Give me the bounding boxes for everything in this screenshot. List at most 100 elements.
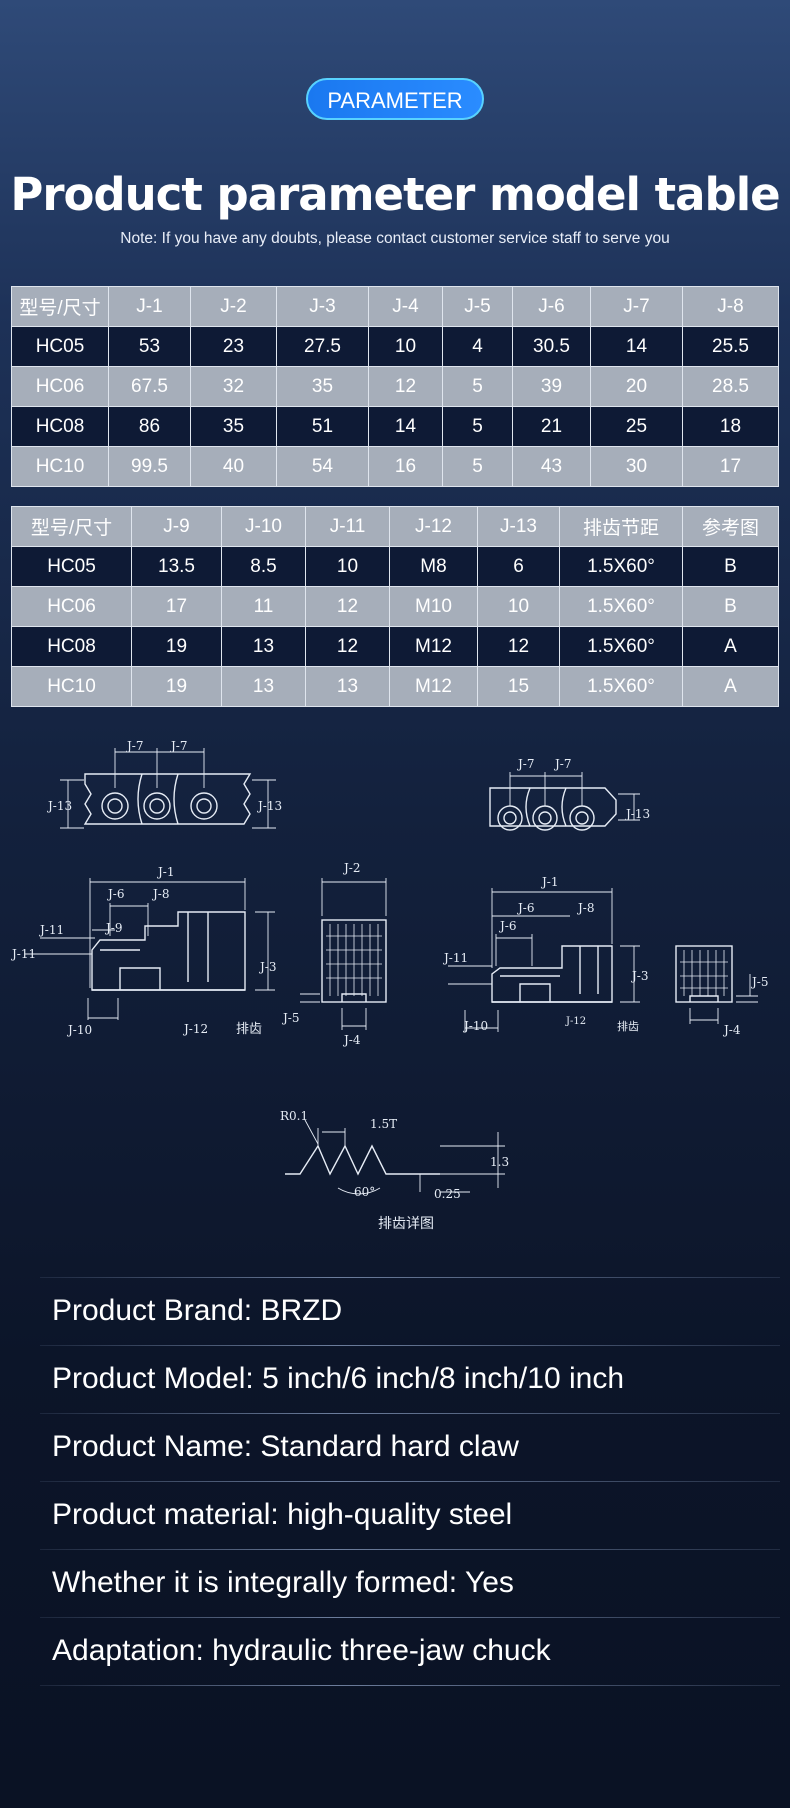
dim-j11-label: J-11 bbox=[10, 947, 36, 961]
table-cell: M10 bbox=[389, 586, 478, 627]
table-cell: 10 bbox=[305, 546, 390, 587]
header-cell: J-3 bbox=[276, 286, 369, 327]
table-row: HC06 17 11 12 M10 10 1.5X60° B bbox=[11, 586, 779, 627]
divider bbox=[40, 1685, 780, 1686]
table-cell: 14 bbox=[590, 326, 683, 367]
table-cell: A bbox=[682, 666, 779, 707]
dim-j11-label: J-11 bbox=[442, 951, 468, 965]
table-cell: 13 bbox=[221, 626, 306, 667]
table-cell: 35 bbox=[276, 366, 369, 407]
dim-j3-label: J-3 bbox=[258, 960, 277, 974]
table-cell: 19 bbox=[131, 666, 222, 707]
info-adaptation: Adaptation: hydraulic three-jaw chuck bbox=[52, 1634, 551, 1667]
table-cell: B bbox=[682, 546, 779, 587]
table-row: HC05 53 23 27.5 10 4 30.5 14 25.5 bbox=[11, 326, 779, 367]
table-cell: 8.5 bbox=[221, 546, 306, 587]
badge-wrap: PARAMETER bbox=[0, 78, 790, 120]
dim-j7-label: J-7 bbox=[125, 739, 144, 753]
detail-caption: 排齿详图 bbox=[378, 1216, 434, 1232]
table-cell: HC06 bbox=[11, 586, 132, 627]
table-cell: 99.5 bbox=[108, 446, 191, 487]
dim-j3-label: J-3 bbox=[630, 969, 649, 983]
divider bbox=[40, 1345, 780, 1346]
dim-j1-label: J-1 bbox=[156, 865, 175, 879]
dim-j12-label: J-12 bbox=[565, 1016, 586, 1027]
table-cell: B bbox=[682, 586, 779, 627]
dim-j7-label: J-7 bbox=[553, 757, 572, 771]
info-name: Product Name: Standard hard claw bbox=[52, 1430, 519, 1463]
detail-radius: R0.1 bbox=[280, 1109, 308, 1123]
table-cell: 13.5 bbox=[131, 546, 222, 587]
table-cell: 16 bbox=[368, 446, 443, 487]
table-cell: 17 bbox=[131, 586, 222, 627]
table-row: HC06 67.5 32 35 12 5 39 20 28.5 bbox=[11, 366, 779, 407]
parameter-table-1: 型号/尺寸 J-1 J-2 J-3 J-4 J-5 J-6 J-7 J-8 HC… bbox=[11, 286, 779, 487]
dim-j4-label: J-4 bbox=[722, 1023, 741, 1037]
table-cell: 10 bbox=[368, 326, 443, 367]
table-row: HC10 19 13 13 M12 15 1.5X60° A bbox=[11, 666, 779, 707]
drawing-a-top-view: J-7 J-7 J-13 J-13 bbox=[46, 739, 282, 829]
table-cell: 1.5X60° bbox=[559, 546, 683, 587]
dim-j2-label: J-2 bbox=[342, 861, 361, 875]
dim-j11-label: J-11 bbox=[38, 923, 64, 937]
table-cell: 12 bbox=[477, 626, 560, 667]
table-cell: M12 bbox=[389, 666, 478, 707]
divider bbox=[40, 1617, 780, 1618]
dim-j8-label: J-8 bbox=[576, 901, 595, 915]
table-cell: 10 bbox=[477, 586, 560, 627]
dim-j5-label: J-5 bbox=[750, 975, 769, 989]
serration-label: 排齿 bbox=[236, 1022, 262, 1037]
dim-j9-label: J-9 bbox=[104, 921, 123, 935]
header-cell: J-11 bbox=[305, 506, 390, 547]
detail-angle: 60° bbox=[354, 1185, 375, 1199]
table-cell: HC06 bbox=[11, 366, 109, 407]
table-cell: 17 bbox=[682, 446, 779, 487]
table-cell: 51 bbox=[276, 406, 369, 447]
dim-j6-label: J-6 bbox=[498, 919, 517, 933]
drawing-b-top-view: J-7 J-7 J-13 bbox=[489, 757, 650, 831]
table-cell: 1.5X60° bbox=[559, 666, 683, 707]
table-cell: 30 bbox=[590, 446, 683, 487]
table-cell: HC05 bbox=[11, 326, 109, 367]
dim-j13-label: J-13 bbox=[46, 799, 72, 813]
drawing-a-front-view: J-2 J-4 J-5 bbox=[281, 861, 387, 1047]
table-header-row: 型号/尺寸 J-1 J-2 J-3 J-4 J-5 J-6 J-7 J-8 bbox=[11, 286, 779, 327]
table-row: HC10 99.5 40 54 16 5 43 30 17 bbox=[11, 446, 779, 487]
info-integral: Whether it is integrally formed: Yes bbox=[52, 1566, 514, 1599]
drawing-a-side-view: J-1 J-6 J-8 J-9 J-11 J-11 J-3 J-10 J-12 … bbox=[10, 865, 277, 1037]
table-cell: 12 bbox=[368, 366, 443, 407]
table-cell: 43 bbox=[512, 446, 591, 487]
dim-j13-label: J-13 bbox=[256, 799, 282, 813]
table-cell: 12 bbox=[305, 586, 390, 627]
header-cell: J-8 bbox=[682, 286, 779, 327]
drawing-b-side-view: J-1 J-6 J-8 J-6 J-11 J-3 J-10 J-12 排齿 bbox=[442, 875, 649, 1033]
table-cell: 86 bbox=[108, 406, 191, 447]
table-cell: 67.5 bbox=[108, 366, 191, 407]
table-cell: A bbox=[682, 626, 779, 667]
table-cell: 5 bbox=[442, 406, 513, 447]
dim-j4-label: J-4 bbox=[342, 1033, 361, 1047]
dim-j6-label: J-6 bbox=[106, 887, 125, 901]
header-cell: J-1 bbox=[108, 286, 191, 327]
divider bbox=[40, 1277, 780, 1278]
dim-j5-label: J-5 bbox=[281, 1011, 300, 1025]
table-cell: HC08 bbox=[11, 626, 132, 667]
header-cell: J-5 bbox=[442, 286, 513, 327]
parameter-badge: PARAMETER bbox=[306, 78, 484, 120]
header-cell: J-13 bbox=[477, 506, 560, 547]
table-cell: 27.5 bbox=[276, 326, 369, 367]
info-model: Product Model: 5 inch/6 inch/8 inch/10 i… bbox=[52, 1362, 625, 1395]
header-cell: J-6 bbox=[512, 286, 591, 327]
divider bbox=[40, 1481, 780, 1482]
page-title: Product parameter model table bbox=[10, 168, 780, 221]
table-cell: 54 bbox=[276, 446, 369, 487]
header-cell: J-7 bbox=[590, 286, 683, 327]
dim-j7-label: J-7 bbox=[516, 757, 535, 771]
dim-j10-label: J-10 bbox=[462, 1019, 488, 1033]
parameter-table-2: 型号/尺寸 J-9 J-10 J-11 J-12 J-13 排齿节距 参考图 H… bbox=[11, 506, 779, 707]
dim-j13-label: J-13 bbox=[624, 807, 650, 821]
header-cell: 排齿节距 bbox=[559, 506, 683, 547]
header-cell: 型号/尺寸 bbox=[11, 286, 109, 327]
note-text: Note: If you have any doubts, please con… bbox=[120, 230, 670, 247]
dim-j12-label: J-12 bbox=[182, 1022, 208, 1036]
